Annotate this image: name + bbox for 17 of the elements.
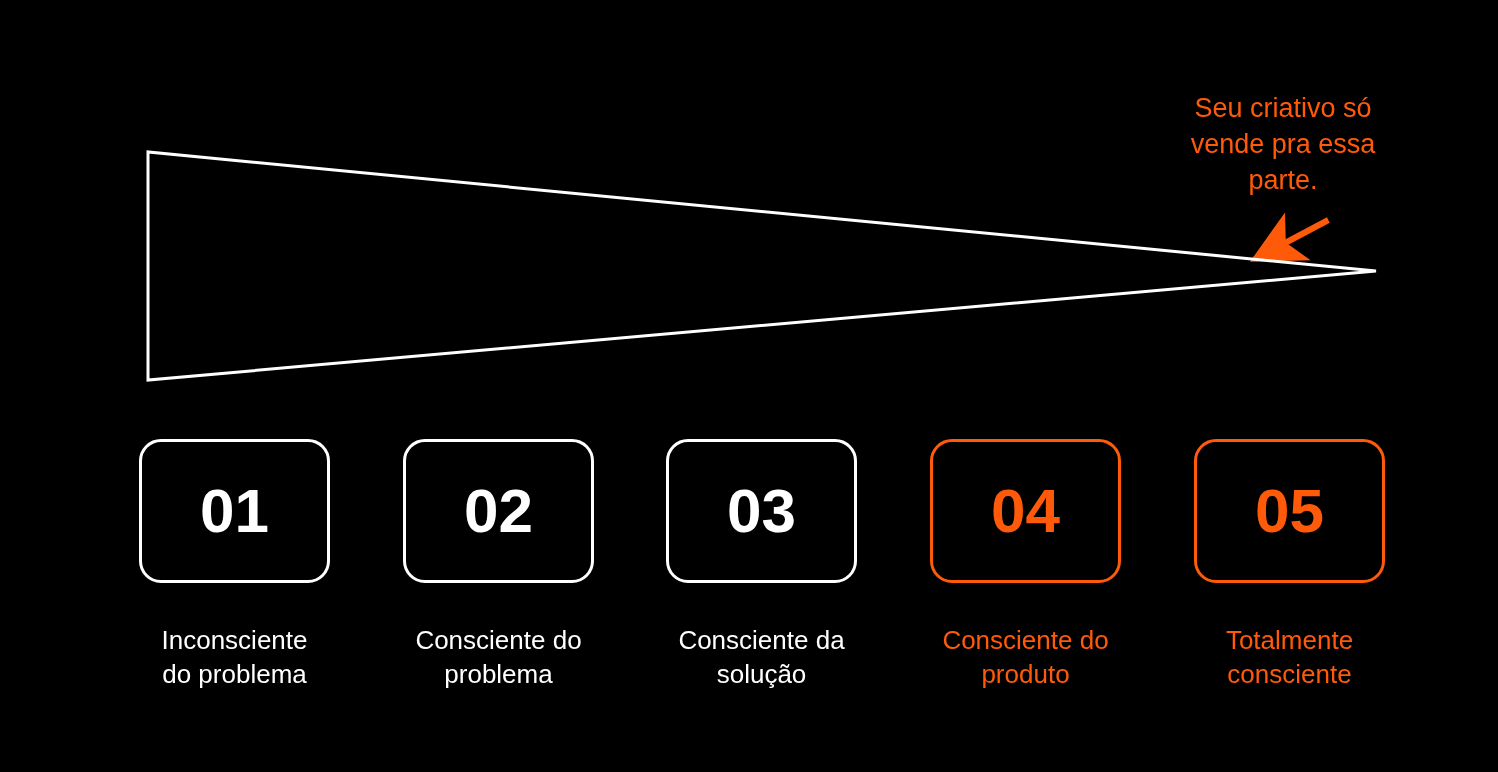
step-box: [666, 439, 857, 583]
arrow: [1250, 212, 1330, 262]
step-number: 01: [200, 480, 269, 542]
step-number: 03: [727, 480, 796, 542]
step-box: [930, 439, 1121, 583]
step-caption: Consciente do produto: [941, 624, 1110, 691]
step-caption: Inconsciente do problema: [160, 624, 309, 691]
step-caption: Consciente do problema: [414, 624, 583, 691]
step-box: [403, 439, 594, 583]
step-number: 04: [991, 480, 1060, 542]
step-number: 05: [1255, 480, 1324, 542]
step-box: [1194, 439, 1385, 583]
callout-text: Seu criativo só vende pra essa parte.: [1180, 90, 1386, 220]
step-box: [139, 439, 330, 583]
step-caption: Consciente da solução: [677, 624, 846, 691]
step-number: 02: [464, 480, 533, 542]
step-caption: Totalmente consciente: [1224, 624, 1355, 691]
